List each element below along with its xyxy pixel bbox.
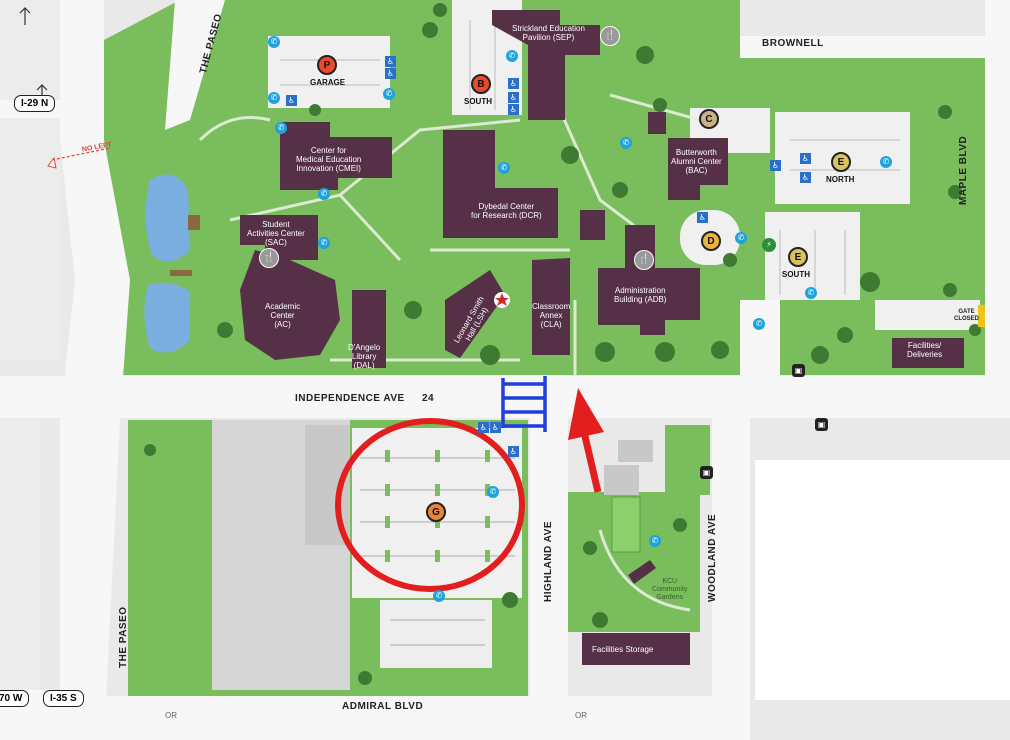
phone-icon: ✆ bbox=[735, 232, 747, 244]
i70w-sign: 70 W bbox=[0, 690, 30, 707]
street-independence-ave: INDEPENDENCE AVE bbox=[295, 393, 405, 404]
maple-blvd-road bbox=[985, 0, 1010, 380]
label-kcu-gardens: KCU Community Gardens bbox=[652, 578, 688, 602]
pond-north bbox=[145, 174, 190, 262]
accessible-parking-icon: ♿ bbox=[286, 95, 297, 106]
accessible-parking-icon: ♿ bbox=[478, 422, 489, 433]
building-facilities-deliveries bbox=[892, 338, 964, 368]
accessible-parking-icon: ♿ bbox=[508, 92, 519, 103]
parking-e-south-label: SOUTH bbox=[782, 270, 810, 279]
phone-icon: ✆ bbox=[268, 36, 280, 48]
street-brownell: BROWNELL bbox=[762, 38, 824, 49]
label-ac: Academic Center (AC) bbox=[265, 302, 301, 330]
i35s-sign: I-35 S bbox=[43, 690, 84, 707]
red-arrow-annotation bbox=[568, 388, 604, 493]
phone-icon: ✆ bbox=[318, 188, 330, 200]
building-dcr bbox=[443, 130, 558, 238]
parking-c-pin: C bbox=[699, 109, 719, 129]
accessible-parking-icon: ♿ bbox=[697, 212, 708, 223]
parking-garage-label: GARAGE bbox=[310, 78, 346, 87]
pond-south bbox=[144, 282, 190, 353]
label-facilities-storage: Facilities Storage bbox=[592, 645, 654, 654]
ev-charging-icon: ⚡ bbox=[762, 238, 776, 252]
crosswalk-annotation bbox=[501, 376, 547, 432]
building-sac bbox=[240, 215, 318, 260]
phone-icon: ✆ bbox=[880, 156, 892, 168]
phone-icon: ✆ bbox=[268, 92, 280, 104]
parking-b-pin: B bbox=[471, 74, 491, 94]
parking-e-south-pin: E bbox=[788, 247, 808, 267]
phone-icon: ✆ bbox=[433, 590, 445, 602]
gate-closed-label: GATE CLOSED bbox=[954, 309, 980, 322]
parking-b-label: SOUTH bbox=[464, 97, 492, 106]
building-facilities-storage bbox=[582, 633, 690, 665]
building-ac bbox=[240, 250, 340, 360]
parking-g-pin: G bbox=[426, 502, 446, 522]
lot-e-south bbox=[765, 212, 860, 300]
label-dal: D'Angelo Library (DAL) bbox=[348, 343, 381, 371]
the-paseo-road bbox=[60, 0, 130, 740]
or-label-left: OR bbox=[165, 711, 177, 720]
route-24-label: 24 bbox=[422, 393, 435, 404]
street-highland-ave: HIGHLAND AVE bbox=[543, 521, 554, 602]
phone-icon: ✆ bbox=[649, 535, 661, 547]
building-bac bbox=[668, 138, 728, 200]
dining-icon: 🍴 bbox=[600, 26, 620, 46]
accessible-parking-icon: ♿ bbox=[508, 104, 519, 115]
dining-icon: 🍴 bbox=[259, 248, 279, 268]
accessible-parking-icon: ♿ bbox=[770, 160, 781, 171]
phone-icon: ✆ bbox=[318, 237, 330, 249]
admiral-blvd-road bbox=[0, 696, 740, 740]
phone-icon: ✆ bbox=[753, 318, 765, 330]
label-bac: Butterworth Alumni Center (BAC) bbox=[671, 148, 722, 176]
accessible-parking-icon: ♿ bbox=[385, 56, 396, 67]
brownell-road bbox=[740, 36, 985, 58]
label-sep: Strickland Education Pavilion (SEP) bbox=[512, 24, 585, 43]
building-adb bbox=[598, 268, 700, 335]
building-cla bbox=[532, 258, 570, 355]
dining-icon: 🍴 bbox=[634, 250, 654, 270]
label-adb: Administration Building (ADB) bbox=[614, 286, 667, 305]
street-admiral-blvd: ADMIRAL BLVD bbox=[342, 701, 424, 712]
accessible-parking-icon: ♿ bbox=[508, 446, 519, 457]
bus-stop-icon: ▣ bbox=[792, 364, 805, 377]
building-cmei bbox=[280, 122, 392, 190]
phone-icon: ✆ bbox=[620, 137, 632, 149]
accessible-parking-icon: ♿ bbox=[800, 153, 811, 164]
label-sac: Student Activities Center (SAC) bbox=[247, 220, 305, 248]
street-the-paseo-south: THE PASEO bbox=[118, 606, 129, 668]
label-cmei: Center for Medical Education Innovation … bbox=[296, 146, 362, 174]
building-sep bbox=[492, 10, 600, 120]
parking-d-pin: D bbox=[701, 231, 721, 251]
label-dcr: Dybedal Center for Research (DCR) bbox=[471, 202, 542, 221]
parking-garage-pin: P bbox=[317, 55, 337, 75]
highland-ave-road bbox=[530, 418, 568, 740]
label-cla: Classroom Annex (CLA) bbox=[532, 302, 571, 330]
building-lsh bbox=[445, 270, 505, 358]
bus-stop-icon: ▣ bbox=[700, 466, 713, 479]
label-facilities-deliveries: Facilities/ Deliveries bbox=[907, 341, 943, 360]
phone-icon: ✆ bbox=[498, 162, 510, 174]
parking-e-north-pin: E bbox=[831, 152, 851, 172]
phone-icon: ✆ bbox=[383, 88, 395, 100]
bus-stop-icon: ▣ bbox=[815, 418, 828, 431]
phone-icon: ✆ bbox=[506, 50, 518, 62]
street-maple-blvd: MAPLE BLVD bbox=[958, 135, 969, 205]
woodland-ave-road bbox=[712, 418, 750, 740]
street-woodland-ave: WOODLAND AVE bbox=[707, 513, 718, 602]
phone-icon: ✆ bbox=[275, 122, 287, 134]
accessible-parking-icon: ♿ bbox=[800, 172, 811, 183]
accessible-parking-icon: ♿ bbox=[490, 422, 501, 433]
building-dal bbox=[352, 290, 386, 368]
accessible-parking-icon: ♿ bbox=[385, 68, 396, 79]
red-circle-annotation bbox=[335, 418, 525, 592]
parking-e-north-label: NORTH bbox=[826, 175, 855, 184]
or-label-right: OR bbox=[575, 711, 587, 720]
phone-icon: ✆ bbox=[805, 287, 817, 299]
phone-icon: ✆ bbox=[487, 486, 499, 498]
i29n-sign: I-29 N bbox=[14, 95, 56, 112]
accessible-parking-icon: ♿ bbox=[508, 78, 519, 89]
